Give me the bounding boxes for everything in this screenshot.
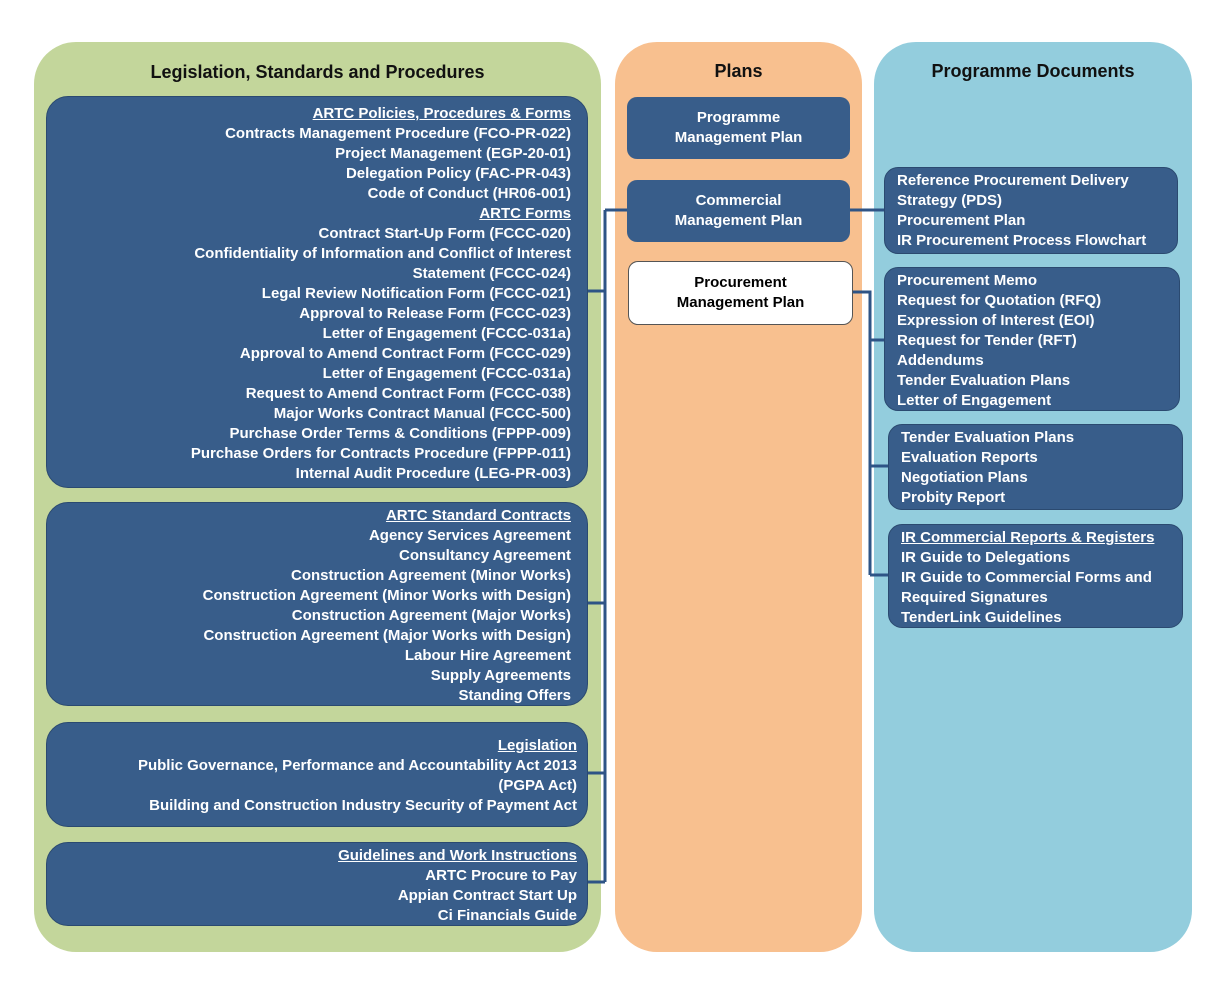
document-item: Letter of Engagement bbox=[897, 392, 1052, 409]
plan-label: Management Plan bbox=[674, 129, 803, 146]
contract-item: Standing Offers bbox=[458, 687, 571, 704]
procurement-documents-box: Procurement Memo Request for Quotation (… bbox=[884, 267, 1180, 411]
plans-column-title: Plans bbox=[714, 61, 763, 81]
contract-item: Supply Agreements bbox=[430, 667, 571, 684]
commercial-reports-heading: IR Commercial Reports & Registers bbox=[901, 529, 1155, 546]
document-item: IR Guide to Commercial Forms and bbox=[901, 569, 1152, 586]
procurement-management-plan: Procurement Management Plan bbox=[628, 261, 853, 325]
form-item: Letter of Engagement (FCCC-031a) bbox=[322, 365, 571, 382]
contract-item: Construction Agreement (Major Works with… bbox=[203, 627, 571, 644]
policy-item: Code of Conduct (HR06-001) bbox=[367, 185, 571, 202]
form-item: Purchase Order Terms & Conditions (FPPP-… bbox=[229, 425, 571, 442]
commercial-management-plan: Commercial Management Plan bbox=[627, 180, 850, 242]
legislation-box: Legislation Public Governance, Performan… bbox=[46, 722, 588, 827]
form-item: Contract Start-Up Form (FCCC-020) bbox=[318, 225, 571, 242]
plans-column: Plans bbox=[615, 42, 862, 952]
document-item: Tender Evaluation Plans bbox=[901, 429, 1075, 446]
plan-label: Commercial bbox=[695, 192, 782, 209]
policy-item: Delegation Policy (FAC-PR-043) bbox=[345, 165, 571, 182]
commercial-reports-box: IR Commercial Reports & Registers IR Gui… bbox=[888, 524, 1183, 628]
plan-label: Procurement bbox=[694, 274, 787, 291]
legislation-column-title: Legislation, Standards and Procedures bbox=[150, 62, 485, 82]
policies-box: ARTC Policies, Procedures & Forms Contra… bbox=[46, 96, 588, 488]
document-item: Request for Tender (RFT) bbox=[897, 332, 1077, 349]
form-item: Major Works Contract Manual (FCCC-500) bbox=[273, 405, 571, 422]
document-item: Procurement Memo bbox=[897, 272, 1038, 289]
form-item: Legal Review Notification Form (FCCC-021… bbox=[261, 285, 571, 302]
contract-item: Consultancy Agreement bbox=[399, 547, 571, 564]
form-item: Purchase Orders for Contracts Procedure … bbox=[190, 445, 571, 462]
document-item: Procurement Plan bbox=[897, 212, 1026, 229]
document-item: Required Signatures bbox=[901, 589, 1048, 606]
policy-item: Contracts Management Procedure (FCO-PR-0… bbox=[225, 125, 571, 142]
form-item: Letter of Engagement (FCCC-031a) bbox=[322, 325, 571, 342]
contract-item: Labour Hire Agreement bbox=[404, 647, 571, 664]
plan-label: Management Plan bbox=[674, 212, 803, 229]
form-item: Statement (FCCC-024) bbox=[412, 265, 571, 282]
programme-management-plan: Programme Management Plan bbox=[627, 97, 850, 159]
document-item: Expression of Interest (EOI) bbox=[897, 312, 1095, 329]
document-item: IR Procurement Process Flowchart bbox=[897, 232, 1147, 249]
guideline-item: ARTC Procure to Pay bbox=[425, 867, 577, 884]
legislation-item: Public Governance, Performance and Accou… bbox=[137, 757, 577, 774]
guidelines-box: Guidelines and Work Instructions ARTC Pr… bbox=[46, 842, 588, 926]
contract-item: Construction Agreement (Minor Works with… bbox=[202, 587, 571, 604]
contract-item: Construction Agreement (Major Works) bbox=[291, 607, 571, 624]
contract-item: Agency Services Agreement bbox=[368, 527, 571, 544]
document-item: Tender Evaluation Plans bbox=[897, 372, 1071, 389]
document-item: Strategy (PDS) bbox=[897, 192, 1003, 209]
document-item: TenderLink Guidelines bbox=[901, 609, 1062, 626]
legislation-item: (PGPA Act) bbox=[498, 777, 577, 794]
document-item: Addendums bbox=[897, 352, 984, 369]
form-item: Request to Amend Contract Form (FCCC-038… bbox=[245, 385, 571, 402]
document-item: Evaluation Reports bbox=[901, 449, 1038, 466]
strategy-box: Reference Procurement Delivery Strategy … bbox=[884, 167, 1178, 254]
guideline-item: Appian Contract Start Up bbox=[397, 887, 577, 904]
plan-label: Management Plan bbox=[676, 294, 805, 311]
programme-documents-column-title: Programme Documents bbox=[931, 61, 1135, 81]
legislation-heading: Legislation bbox=[497, 737, 577, 754]
legislation-item: Building and Construction Industry Secur… bbox=[149, 797, 577, 814]
document-item: IR Guide to Delegations bbox=[901, 549, 1071, 566]
standard-contracts-box: ARTC Standard Contracts Agency Services … bbox=[46, 502, 588, 706]
guideline-item: Ci Financials Guide bbox=[437, 907, 577, 924]
standard-contracts-heading: ARTC Standard Contracts bbox=[385, 507, 571, 524]
document-item: Probity Report bbox=[901, 489, 1006, 506]
form-item: Internal Audit Procedure (LEG-PR-003) bbox=[295, 465, 571, 482]
form-item: Approval to Release Form (FCCC-023) bbox=[299, 305, 571, 322]
form-item: Confidentiality of Information and Confl… bbox=[194, 245, 571, 262]
document-item: Negotiation Plans bbox=[901, 469, 1028, 486]
document-item: Request for Quotation (RFQ) bbox=[897, 292, 1102, 309]
document-item: Reference Procurement Delivery bbox=[897, 172, 1129, 189]
form-item: Approval to Amend Contract Form (FCCC-02… bbox=[239, 345, 571, 362]
policies-heading: ARTC Policies, Procedures & Forms bbox=[312, 105, 571, 122]
policy-item: Project Management (EGP-20-01) bbox=[335, 145, 571, 162]
guidelines-heading: Guidelines and Work Instructions bbox=[338, 847, 577, 864]
evaluation-documents-box: Tender Evaluation Plans Evaluation Repor… bbox=[888, 424, 1183, 510]
plan-label: Programme bbox=[696, 109, 781, 126]
contract-item: Construction Agreement (Minor Works) bbox=[290, 567, 571, 584]
forms-subheading: ARTC Forms bbox=[479, 205, 571, 222]
